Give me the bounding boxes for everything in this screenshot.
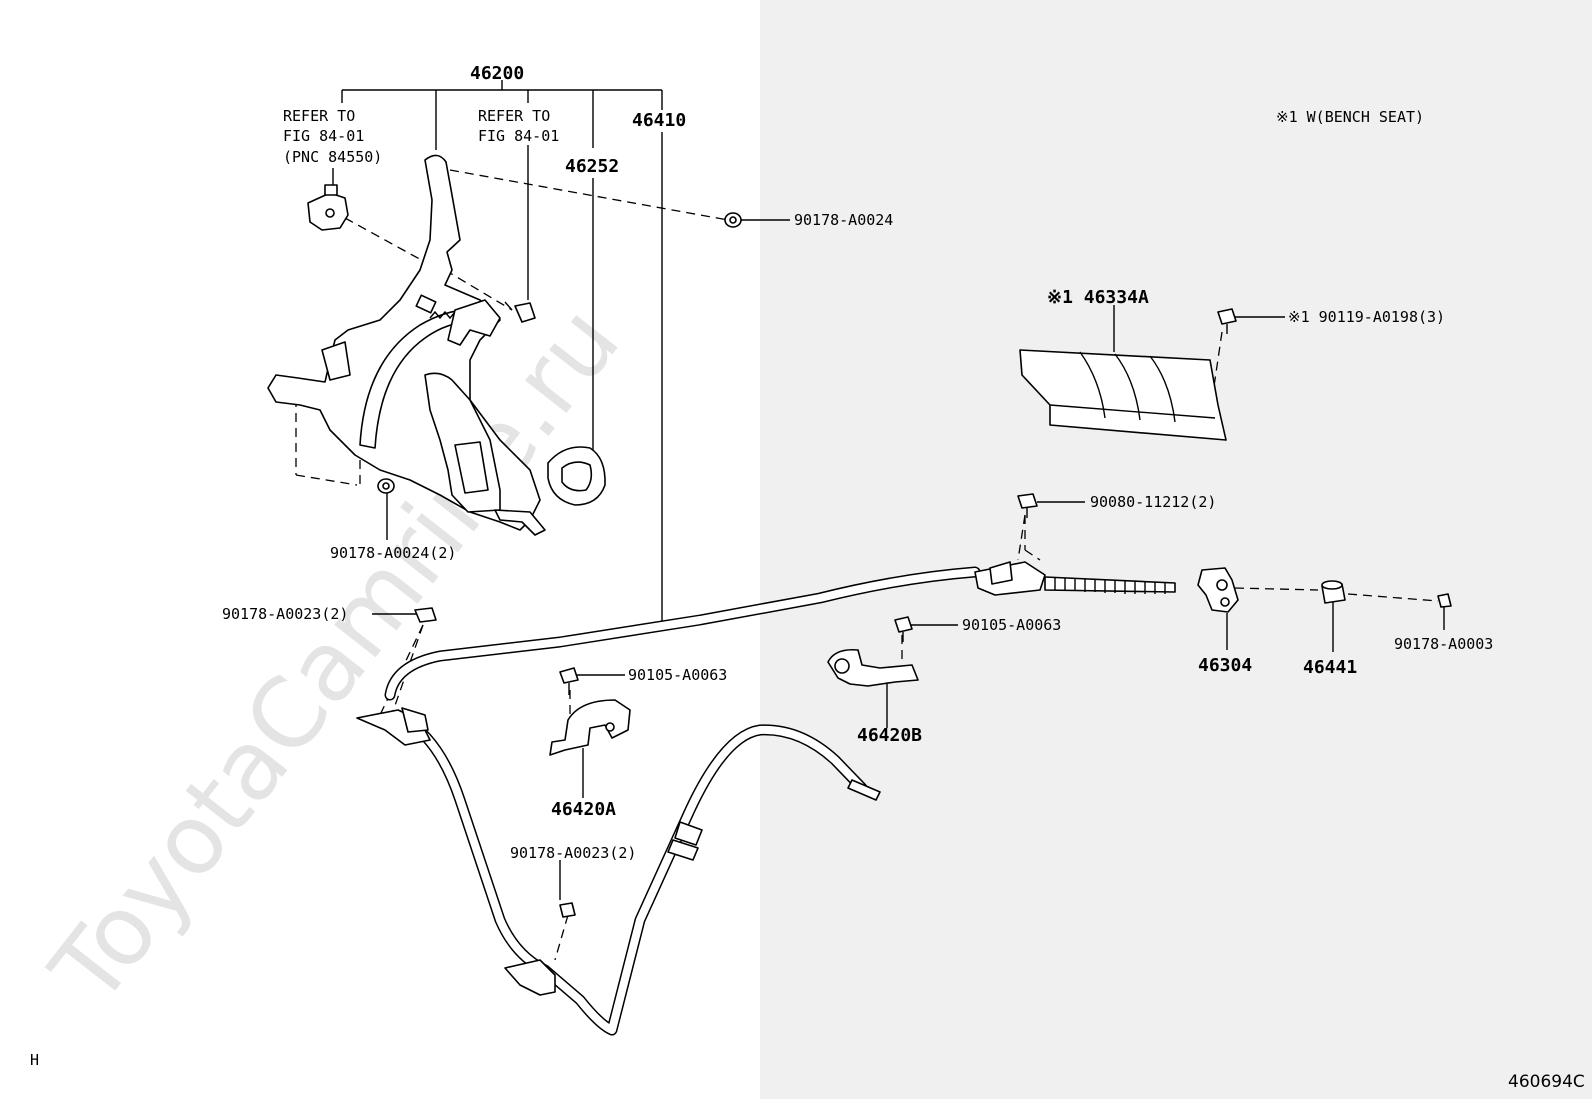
labels: 46200 REFER TO FIG 84-01 (PNC 84550) REF… <box>30 63 1585 1092</box>
bracket-46420b-icon <box>827 648 919 687</box>
dashed-connectors <box>295 169 1439 976</box>
nut-top-icon <box>724 212 742 228</box>
label-46304: 46304 <box>1198 655 1252 676</box>
label-46200: 46200 <box>470 63 524 84</box>
label-46252: 46252 <box>565 156 619 177</box>
screw-cover-icon <box>1217 308 1237 334</box>
label-46410: 46410 <box>632 110 686 131</box>
clip-upper-icon <box>414 607 437 623</box>
label-nut-left: 90178-A0024(2) <box>330 544 456 562</box>
label-note: ※1 W(BENCH SEAT) <box>1276 108 1424 126</box>
grommet-icon <box>547 446 606 506</box>
label-corner-mark: H <box>30 1051 39 1069</box>
label-diagram-code: 460694C <box>1508 1072 1585 1092</box>
label-refer2-line1: REFER TO <box>478 107 550 125</box>
bracket-46420a-icon <box>549 699 631 756</box>
label-refer1-line2: FIG 84-01 <box>283 127 364 145</box>
pedal-assembly <box>267 154 546 536</box>
label-46441: 46441 <box>1303 657 1357 678</box>
bolt-46420a-icon <box>559 667 579 695</box>
bolt-cable-icon <box>1017 493 1038 518</box>
leader-lines <box>332 80 1445 900</box>
right-panel-shade <box>760 0 1592 1099</box>
collar-46441-icon <box>1321 580 1346 604</box>
brake-cables <box>356 561 1176 1036</box>
stop-lamp-switch <box>307 184 349 231</box>
label-screw-cover: ※1 90119-A0198(3) <box>1288 308 1445 326</box>
label-refer1-line3: (PNC 84550) <box>283 148 382 166</box>
label-bolt-cable: 90080-11212(2) <box>1090 493 1216 511</box>
label-bolt-46420b: 90105-A0063 <box>962 616 1061 634</box>
label-bolt-46420a: 90105-A0063 <box>628 666 727 684</box>
clip-lower-icon <box>559 902 576 918</box>
label-clip-lower: 90178-A0023(2) <box>510 844 636 862</box>
nut-left-icon <box>377 478 395 494</box>
label-46334a: ※1 46334A <box>1047 287 1149 308</box>
label-nut-top: 90178-A0024 <box>794 211 893 229</box>
label-nut-end: 90178-A0003 <box>1394 635 1493 653</box>
label-46420b: 46420B <box>857 725 922 746</box>
label-refer2-line2: FIG 84-01 <box>478 127 559 145</box>
cover-46334a-icon <box>1019 349 1227 441</box>
label-clip-upper: 90178-A0023(2) <box>222 605 348 623</box>
nut-end-icon <box>1437 593 1452 608</box>
refer-bolt-icon <box>504 301 536 323</box>
label-46420a: 46420A <box>551 799 616 820</box>
equalizer-46304-icon <box>1197 567 1239 613</box>
bolt-46420b-icon <box>894 616 913 642</box>
label-refer1-line1: REFER TO <box>283 107 355 125</box>
